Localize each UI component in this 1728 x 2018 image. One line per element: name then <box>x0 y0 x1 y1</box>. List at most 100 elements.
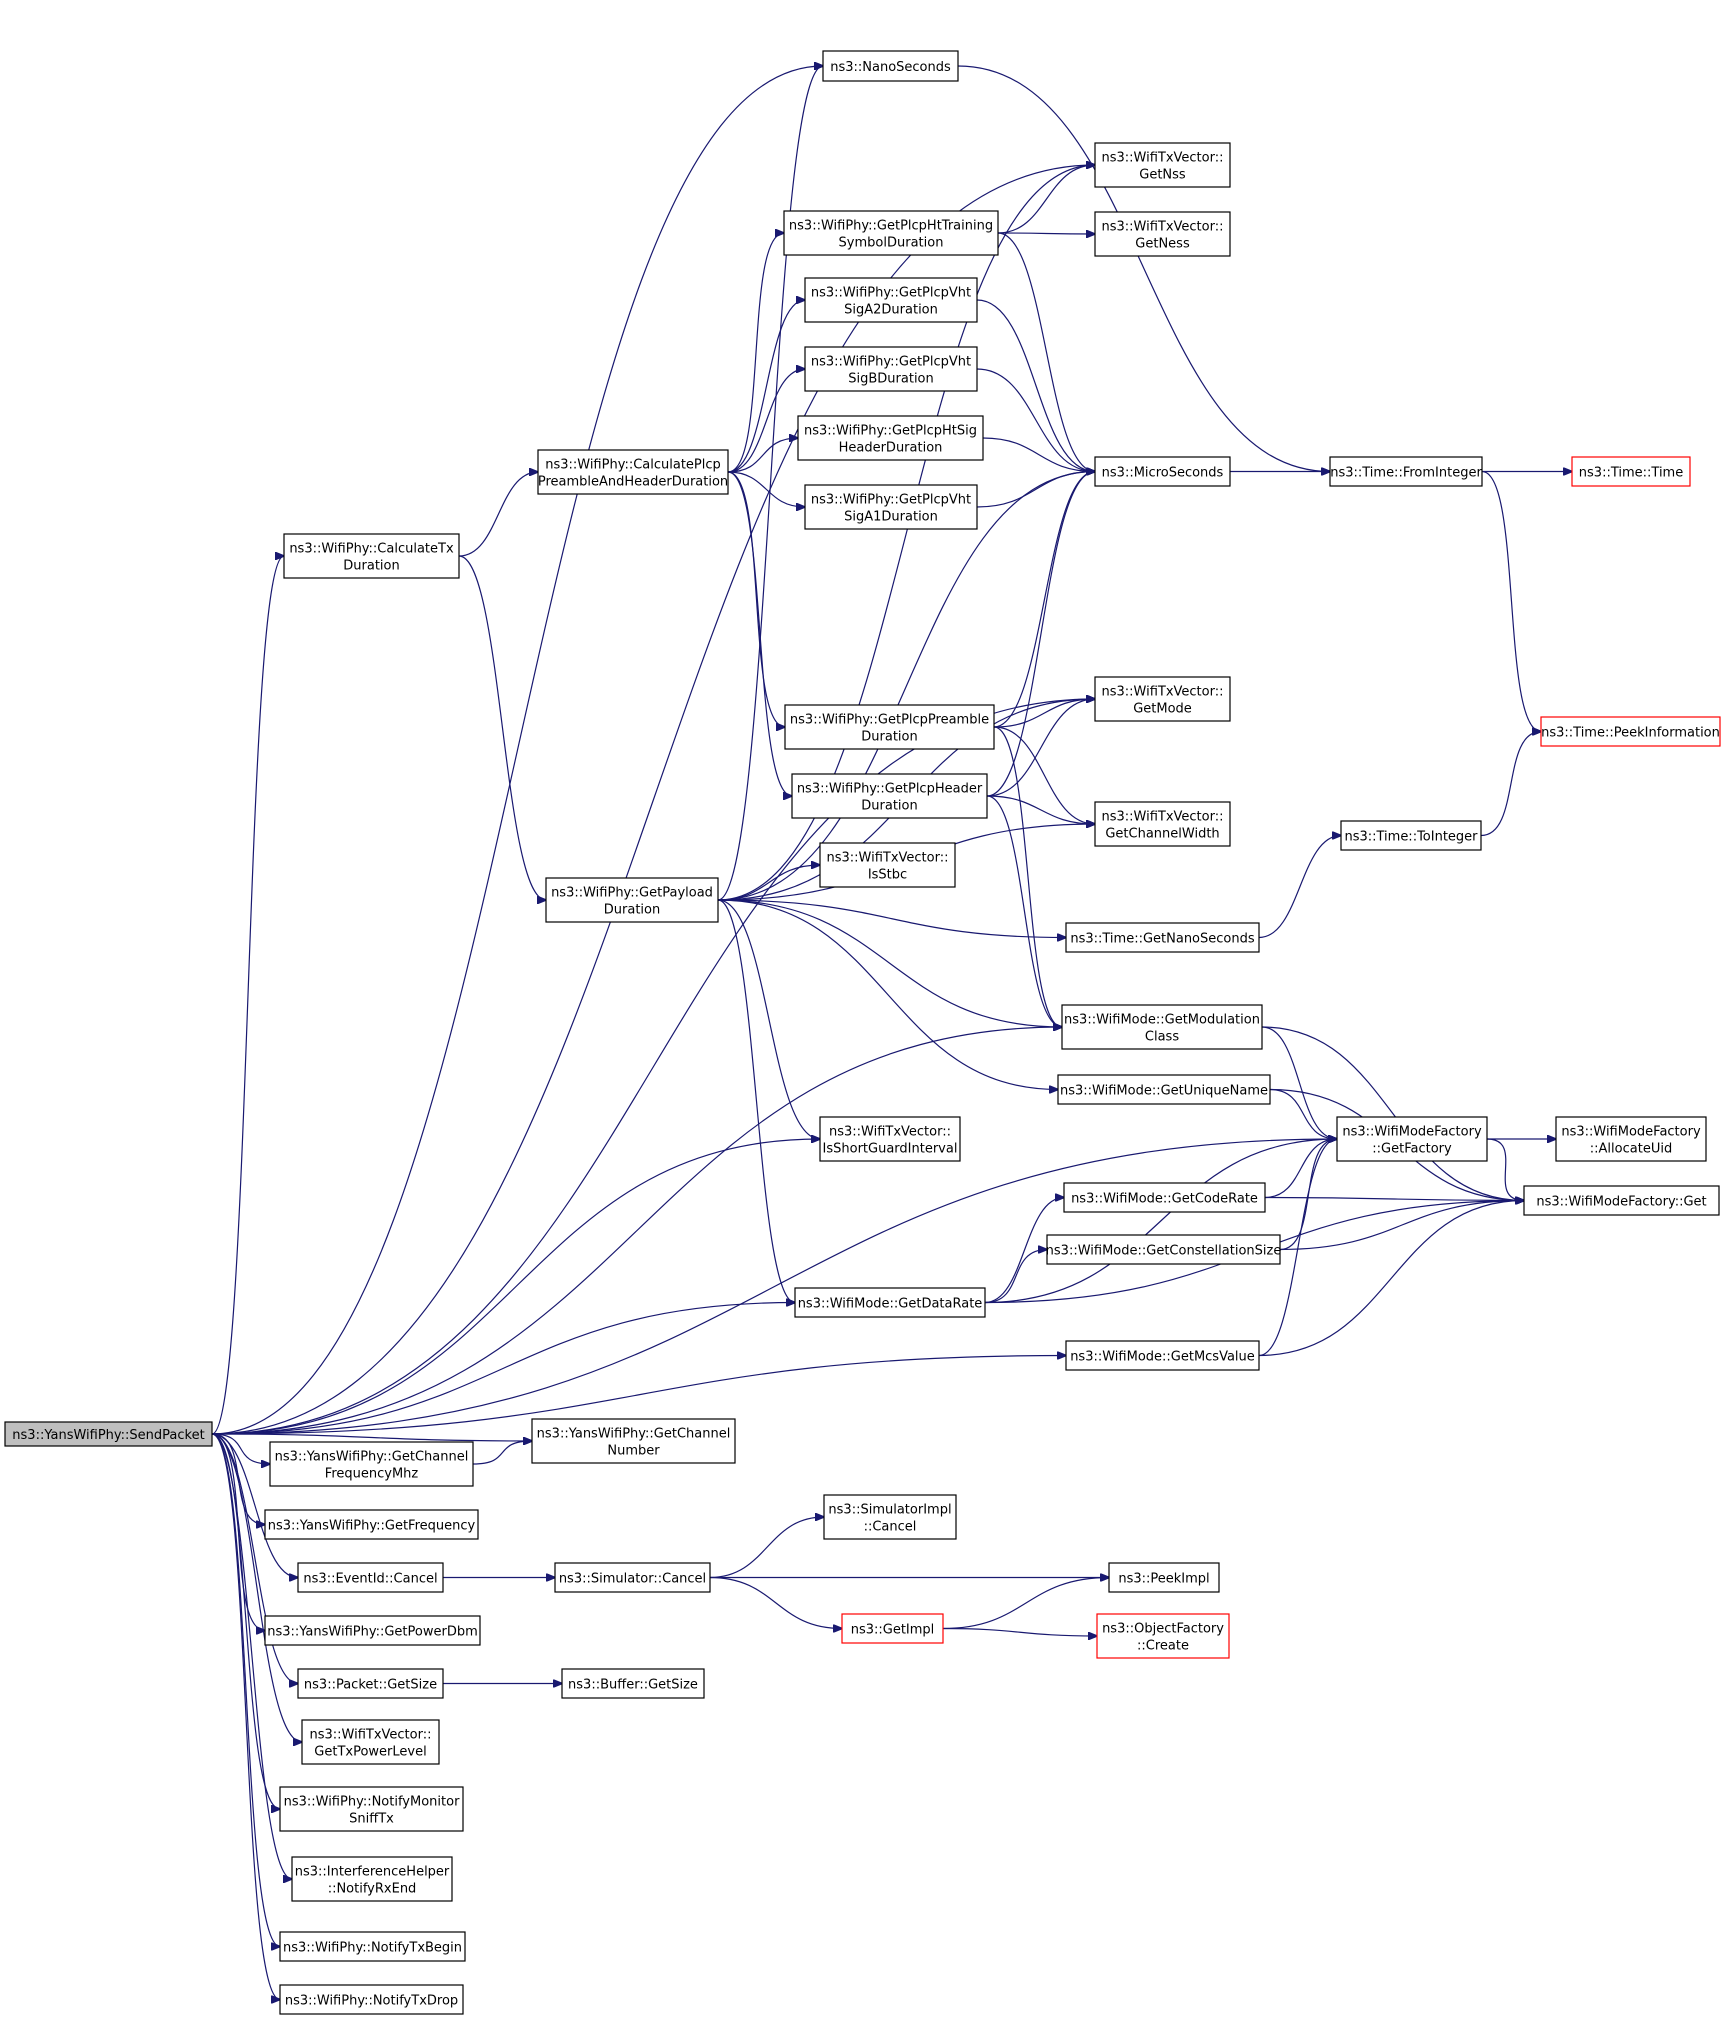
node-label: ns3::Time::GetNanoSeconds <box>1070 932 1255 947</box>
node-label: ns3::WifiPhy::CalculateTx <box>289 542 454 557</box>
node-box <box>301 1719 440 1765</box>
node-code[interactable]: ns3::WifiMode::GetCodeRate <box>1063 1182 1266 1213</box>
node-peekimpl[interactable]: ns3::PeekImpl <box>1108 1562 1220 1593</box>
node-label: GetNess <box>1135 237 1190 252</box>
node-stbc[interactable]: ns3::WifiTxVector::IsStbc <box>819 842 956 888</box>
node-txbegin[interactable]: ns3::WifiPhy::NotifyTxBegin <box>279 1931 466 1962</box>
node-label: ns3::WifiPhy::GetPlcpVht <box>811 493 971 508</box>
node-box <box>269 1441 474 1487</box>
node-getfac[interactable]: ns3::WifiModeFactory::GetFactory <box>1336 1116 1488 1162</box>
node-simcancel[interactable]: ns3::SimulatorImpl::Cancel <box>823 1494 957 1540</box>
node-create[interactable]: ns3::ObjectFactory::Create <box>1096 1613 1230 1659</box>
node-label: ns3::MicroSeconds <box>1102 466 1224 481</box>
node-rxend[interactable]: ns3::InterferenceHelper::NotifyRxEnd <box>291 1856 453 1902</box>
node-chw[interactable]: ns3::WifiTxVector::GetChannelWidth <box>1094 801 1231 847</box>
node-label: SigA1Duration <box>844 510 938 525</box>
node-box <box>531 1418 736 1464</box>
node-box <box>545 877 719 923</box>
node-sgi[interactable]: ns3::WifiTxVector::IsShortGuardInterval <box>819 1116 961 1162</box>
node-const[interactable]: ns3::WifiMode::GetConstellationSize <box>1046 1234 1282 1265</box>
node-send[interactable]: ns3::YansWifiPhy::SendPacket <box>4 1421 213 1447</box>
node-fget[interactable]: ns3::WifiModeFactory::Get <box>1523 1185 1720 1216</box>
node-txpow[interactable]: ns3::WifiTxVector::GetTxPowerLevel <box>301 1719 440 1765</box>
node-ness[interactable]: ns3::WifiTxVector::GetNess <box>1094 211 1231 257</box>
node-mode[interactable]: ns3::WifiTxVector::GetMode <box>1094 676 1231 722</box>
node-scancel[interactable]: ns3::Simulator::Cancel <box>554 1562 711 1593</box>
edge-nano-to-fromint <box>957 65 1330 472</box>
node-box <box>797 415 984 461</box>
node-txdrop[interactable]: ns3::WifiPhy::NotifyTxDrop <box>279 1984 464 2015</box>
node-freq[interactable]: ns3::YansWifiPhy::GetFrequency <box>264 1509 479 1540</box>
node-mcs[interactable]: ns3::WifiMode::GetMcsValue <box>1065 1340 1260 1371</box>
node-box <box>1065 1340 1260 1371</box>
node-label: ns3::ObjectFactory <box>1102 1622 1224 1637</box>
node-uniq[interactable]: ns3::WifiMode::GetUniqueName <box>1057 1074 1271 1105</box>
edge-pay-to-micro <box>717 472 1095 901</box>
node-alloc[interactable]: ns3::WifiModeFactory::AllocateUid <box>1555 1116 1707 1162</box>
node-nano[interactable]: ns3::NanoSeconds <box>822 50 959 82</box>
edge-pay-to-sgi <box>717 899 820 1139</box>
node-box <box>823 1494 957 1540</box>
node-evcancel[interactable]: ns3::EventId::Cancel <box>297 1562 444 1593</box>
node-label: ::AllocateUid <box>1590 1142 1672 1157</box>
edge-sb-to-micro <box>976 368 1095 472</box>
edge-pay-to-nano <box>717 66 823 901</box>
node-label: ns3::Buffer::GetSize <box>568 1678 698 1693</box>
node-box <box>1096 1613 1230 1659</box>
node-time[interactable]: ns3::Time::Time <box>1571 456 1691 487</box>
node-getimpl[interactable]: ns3::GetImpl <box>841 1613 944 1644</box>
node-htts[interactable]: ns3::WifiPhy::GetPlcpHtTrainingSymbolDur… <box>783 210 999 256</box>
node-getns[interactable]: ns3::Time::GetNanoSeconds <box>1065 922 1260 953</box>
edge-drate-to-code <box>984 1198 1064 1304</box>
node-peek[interactable]: ns3::Time::PeekInformation <box>1540 716 1721 747</box>
node-label: ns3::Time::PeekInformation <box>1541 726 1720 741</box>
node-nss[interactable]: ns3::WifiTxVector::GetNss <box>1094 142 1231 188</box>
node-toint[interactable]: ns3::Time::ToInteger <box>1340 820 1482 851</box>
node-box <box>1094 801 1231 847</box>
node-pksize[interactable]: ns3::Packet::GetSize <box>297 1668 444 1699</box>
node-box <box>297 1562 444 1593</box>
node-power[interactable]: ns3::YansWifiPhy::GetPowerDbm <box>264 1615 481 1646</box>
node-label: ns3::WifiTxVector:: <box>1101 151 1223 166</box>
edge-hdr-to-chw <box>986 795 1095 824</box>
node-label: ns3::Time::Time <box>1579 466 1683 481</box>
node-label: ns3::WifiPhy::NotifyMonitor <box>284 1795 460 1810</box>
node-label: ns3::WifiPhy::GetPlcpVht <box>811 355 971 370</box>
edge-pre-to-chw <box>993 726 1095 824</box>
node-label: ns3::WifiMode::GetDataRate <box>798 1297 983 1312</box>
edge-mcs-to-fget <box>1258 1201 1524 1357</box>
edge-pay-to-drate <box>717 899 795 1303</box>
node-label: ns3::WifiModeFactory <box>1342 1125 1482 1140</box>
node-drate[interactable]: ns3::WifiMode::GetDataRate <box>794 1287 986 1318</box>
node-label: ns3::WifiPhy::CalculatePlcp <box>545 458 721 473</box>
node-cpph[interactable]: ns3::WifiPhy::CalculatePlcpPreambleAndHe… <box>537 449 729 495</box>
node-micro[interactable]: ns3::MicroSeconds <box>1094 456 1231 487</box>
node-label: ns3::Time::FromInteger <box>1330 466 1482 481</box>
node-label: ns3::WifiModeFactory::Get <box>1536 1195 1706 1210</box>
node-label: Duration <box>861 799 917 814</box>
edge-ctx-to-cpph <box>458 472 538 557</box>
node-box <box>804 277 978 323</box>
edge-send-to-chfreq <box>211 1433 270 1464</box>
node-bufsize[interactable]: ns3::Buffer::GetSize <box>561 1668 705 1699</box>
node-label: ::Create <box>1137 1639 1189 1654</box>
node-box <box>1555 1116 1707 1162</box>
node-box <box>819 842 956 888</box>
edge-code-to-getfac <box>1264 1139 1337 1199</box>
node-fromint[interactable]: ns3::Time::FromInteger <box>1329 456 1483 487</box>
node-box <box>1340 820 1482 851</box>
edge-send-to-ctx <box>211 556 284 1435</box>
node-box <box>804 346 978 392</box>
